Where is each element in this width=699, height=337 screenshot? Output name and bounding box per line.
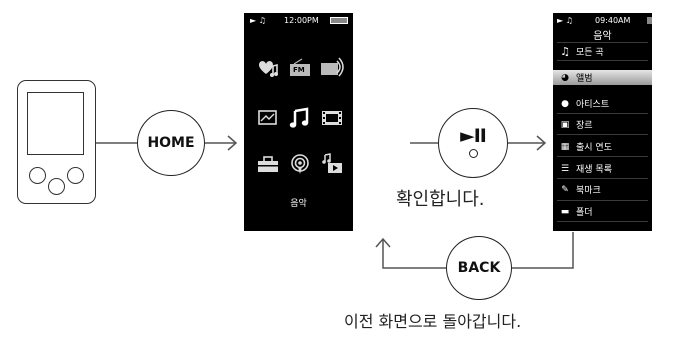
menu-item-label: 출시 연도	[576, 143, 612, 153]
menu-item-label: 아티스트	[576, 100, 610, 110]
home-screen: ► ♫ 12:00PM FM 음악	[244, 13, 353, 231]
menu-item-label: 북마크	[576, 186, 601, 196]
podcast-broadcast-icon[interactable]	[286, 153, 314, 175]
home-status-time: 12:00PM	[284, 16, 319, 25]
music-menu-title: 음악	[593, 31, 612, 42]
toolbox-icon[interactable]	[254, 153, 282, 175]
bookmark-icon: ✎	[561, 184, 569, 195]
music-status-play-icon: ► ♫	[557, 16, 573, 25]
menu-item-release-year[interactable]: ▦ 출시 연도	[553, 139, 652, 154]
music-note-icon[interactable]	[286, 107, 314, 129]
menu-item-label: 장르	[576, 121, 593, 131]
battery-icon	[330, 17, 348, 24]
home-button[interactable]: HOME	[137, 110, 205, 176]
menu-item-label: 모든 곡	[576, 48, 604, 58]
menu-item-playlist[interactable]: ☰ 재생 목록	[553, 161, 652, 176]
menu-item-album[interactable]: ◕ 앨범	[553, 70, 652, 85]
device-center-button	[48, 178, 65, 195]
photo-icon[interactable]	[254, 107, 282, 129]
music-menu-screen: ► ♫ 09:40AM 음악 ♫ 모든 곡 ◕ 앨범 ● 아티스트 ▣ 장르 ▦…	[553, 13, 652, 231]
folder-icon: ▬	[560, 206, 570, 217]
genre-icon: ▣	[560, 119, 570, 130]
podcast-icon[interactable]	[318, 57, 346, 79]
calendar-icon: ▦	[560, 141, 570, 152]
device-right-button	[67, 167, 84, 184]
device-screen	[27, 92, 84, 155]
device-left-button	[29, 167, 46, 184]
video-icon[interactable]	[318, 107, 346, 129]
music-note-icon: ♫	[560, 45, 570, 58]
music-video-icon[interactable]	[318, 153, 346, 175]
battery-icon	[647, 17, 652, 24]
heart-music-icon[interactable]	[254, 57, 282, 79]
back-button[interactable]: BACK	[446, 236, 512, 300]
menu-item-all-songs[interactable]: ♫ 모든 곡	[553, 44, 652, 59]
menu-item-label: 앨범	[576, 74, 593, 84]
back-caption: 이전 화면으로 돌아갑니다.	[344, 312, 522, 331]
menu-item-artist[interactable]: ● 아티스트	[553, 96, 652, 111]
confirm-caption: 확인합니다.	[396, 189, 485, 210]
menu-item-label: 폴더	[576, 208, 593, 218]
home-selected-label: 음악	[290, 199, 307, 209]
home-status-play-icon: ► ♫	[250, 16, 266, 25]
menu-item-label: 재생 목록	[576, 165, 612, 175]
menu-item-bookmark[interactable]: ✎ 북마크	[553, 182, 652, 197]
player-device	[17, 80, 96, 204]
album-icon: ◕	[561, 72, 569, 83]
artist-icon: ●	[561, 98, 569, 109]
playlist-icon: ☰	[560, 163, 570, 174]
fm-radio-icon[interactable]: FM	[286, 57, 314, 79]
menu-item-genre[interactable]: ▣ 장르	[553, 117, 652, 132]
fm-radio-label: FM	[293, 66, 305, 74]
play-pause-button[interactable]: ►II	[438, 108, 508, 178]
music-status-time: 09:40AM	[595, 16, 631, 25]
home-button-label: HOME	[147, 135, 195, 151]
play-pause-icon: ►II	[460, 124, 487, 147]
back-button-label: BACK	[457, 260, 501, 276]
center-dot-icon	[468, 148, 478, 158]
menu-item-folder[interactable]: ▬ 폴더	[553, 204, 652, 219]
